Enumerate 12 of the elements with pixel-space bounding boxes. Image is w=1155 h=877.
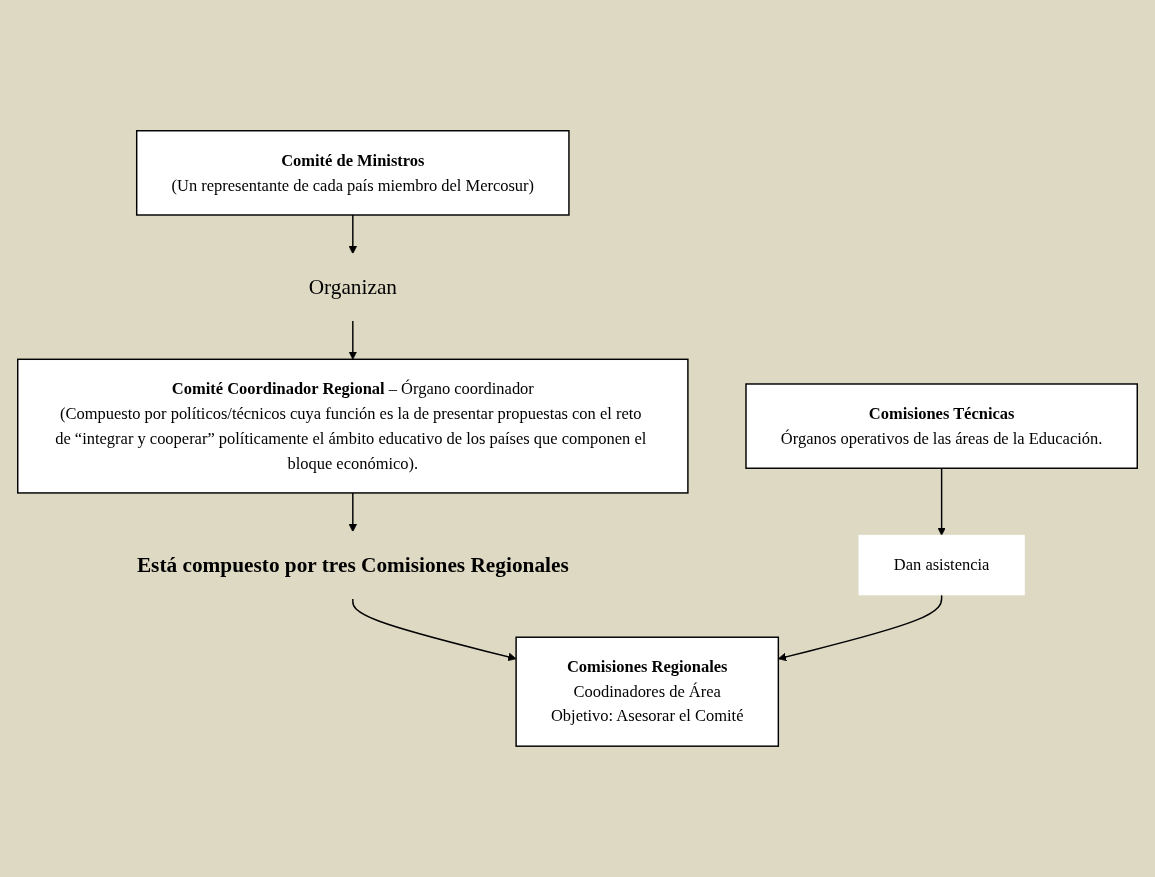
arrow bbox=[348, 319, 358, 360]
node-box: Comisiones Técnicas Órganos operativos de las áreas de la Educación. bbox=[745, 383, 1138, 469]
arrow bbox=[348, 214, 358, 255]
node-box: Comité de Ministros (Un representante de cada país miembro del Mercosur) bbox=[136, 130, 570, 216]
arrow bbox=[348, 492, 358, 533]
node-box: Comité Coordinador Regional – Órgano coordinador (Compuesto por políticos/técnicos cuya función es la de presentar propuestas con el reto de “integrar y cooperar” políticamente el ámbito educativo de los países que componen el bloque económico). bbox=[17, 358, 689, 494]
arrow bbox=[352, 597, 517, 662]
node-text: Está compuesto por tres Comisiones Regionales bbox=[136, 553, 569, 578]
arrow bbox=[937, 467, 946, 536]
node-text: Organizan bbox=[308, 275, 397, 300]
node-box: Comisiones Regionales Coodinadores de Área Objetivo: Asesorar el Comité bbox=[515, 636, 780, 747]
node-box: Dan asistencia bbox=[858, 534, 1025, 596]
